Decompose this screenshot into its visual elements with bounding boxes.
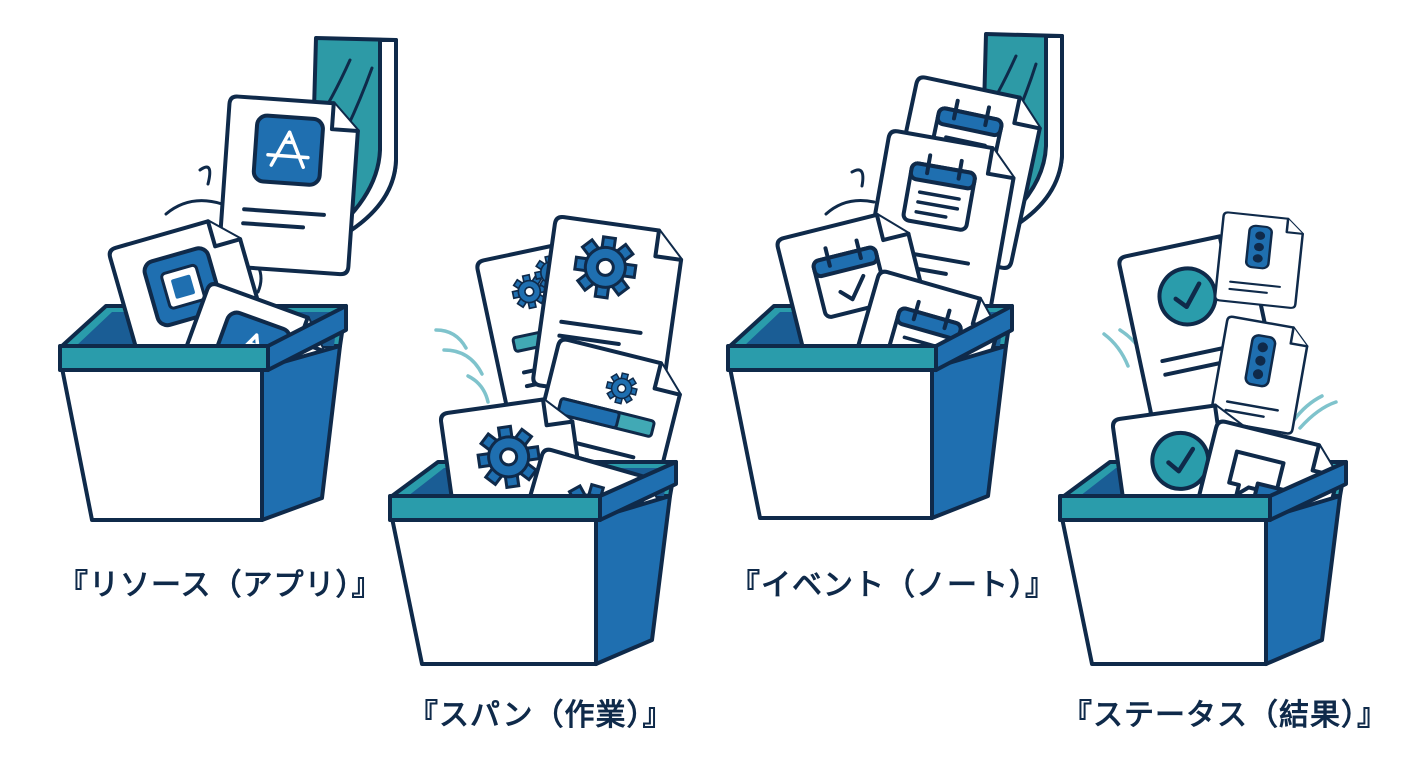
bucket-status — [1058, 210, 1348, 666]
document-gear-progress-2 — [516, 336, 689, 537]
bucket-resource — [58, 36, 398, 522]
bucket-span — [388, 214, 689, 666]
label-status: 『ステータス（結果）』 — [1062, 698, 1388, 733]
document-traffic-light-1 — [1213, 210, 1306, 310]
label-event: 『イベント（ノート）』 — [730, 568, 1056, 603]
label-resource: 『リソース（アプリ）』 — [58, 568, 383, 603]
label-span: 『スパン（作業）』 — [408, 698, 674, 733]
bucket-event — [726, 32, 1064, 520]
